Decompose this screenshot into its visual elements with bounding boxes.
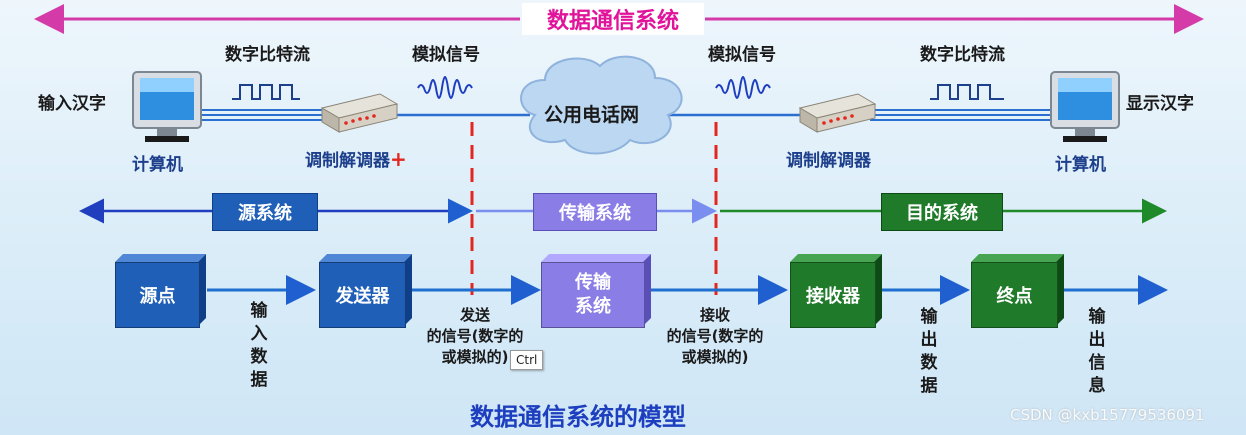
output-data-char: 出 xyxy=(920,330,938,350)
modem-left-icon xyxy=(320,93,399,133)
input-hanzi-label: 输入汉字 xyxy=(38,94,106,114)
analog-wave-left xyxy=(417,76,473,99)
cloud-shape xyxy=(520,55,683,155)
output-data-char: 数 xyxy=(920,353,938,373)
bitstream-right-label: 数字比特流 xyxy=(920,45,1005,65)
transmitter-block: 发送器 xyxy=(319,262,406,328)
source-point-block: 源点 xyxy=(115,262,200,328)
computer-right-label: 计算机 xyxy=(1055,155,1106,175)
recv-signal-caption: 接收 的信号(数字的 或模拟的) xyxy=(640,305,790,368)
send-caption-line3: 或模拟的) xyxy=(441,348,509,366)
computer-left-icon xyxy=(132,71,202,142)
transmission-system-label: 传输系统 xyxy=(533,193,657,231)
bottom-title: 数据通信系统的模型 xyxy=(470,403,686,431)
modem-right-icon xyxy=(798,93,877,133)
cloud-label: 公用电话网 xyxy=(544,104,640,126)
output-info-char: 信 xyxy=(1088,353,1106,373)
modem-right-label: 调制解调器 xyxy=(786,151,871,171)
input-data-char: 数 xyxy=(250,347,268,367)
bitstream-left-label: 数字比特流 xyxy=(225,45,310,65)
receiver-block: 接收器 xyxy=(790,262,876,328)
source-system-label: 源系统 xyxy=(212,193,318,231)
top-title: 数据通信系统 xyxy=(522,3,704,35)
analog-left-label: 模拟信号 xyxy=(412,45,480,65)
output-info-char: 息 xyxy=(1088,376,1106,396)
computer-right-icon xyxy=(1050,71,1120,142)
cable-right xyxy=(870,109,1052,121)
recv-caption-line2: 的信号(数字的 xyxy=(666,327,764,345)
cable-left xyxy=(200,109,330,121)
input-data-char: 输 xyxy=(250,301,268,321)
sink-block: 终点 xyxy=(971,262,1058,328)
input-data-caption: 输 入 数 据 xyxy=(248,300,270,392)
recv-caption-line3: 或模拟的) xyxy=(681,348,749,366)
box-depth-faces xyxy=(115,254,1064,326)
transmission-block-line2: 系统 xyxy=(575,296,611,317)
output-info-caption: 输 出 信 息 xyxy=(1086,306,1108,398)
recv-caption-line1: 接收 xyxy=(699,306,730,324)
output-data-char: 输 xyxy=(920,307,938,327)
input-data-char: 入 xyxy=(250,324,268,344)
watermark: CSDN @kxb15779536091 xyxy=(1010,406,1205,424)
output-data-char: 据 xyxy=(920,376,938,396)
destination-system-label: 目的系统 xyxy=(881,193,1003,231)
computer-left-label: 计算机 xyxy=(132,155,183,175)
output-info-char: 输 xyxy=(1088,307,1106,327)
transmission-block: 传输 系统 xyxy=(541,262,645,328)
send-caption-line1: 发送 xyxy=(459,306,490,324)
analog-wave-right xyxy=(715,76,771,99)
output-data-caption: 输 出 数 据 xyxy=(918,306,940,398)
modem-plus-mark: + xyxy=(390,147,407,171)
modem-left-label: 调制解调器+ xyxy=(305,146,407,171)
output-info-char: 出 xyxy=(1088,330,1106,350)
output-hanzi-label: 显示汉字 xyxy=(1126,94,1194,114)
digital-pulse-right xyxy=(930,84,1004,100)
ctrl-tooltip: Ctrl xyxy=(510,350,544,370)
input-data-char: 据 xyxy=(250,370,268,390)
send-caption-line2: 的信号(数字的 xyxy=(426,327,524,345)
transmission-block-line1: 传输 xyxy=(575,272,611,293)
analog-right-label: 模拟信号 xyxy=(708,45,776,65)
modem-left-text: 调制解调器 xyxy=(305,151,390,171)
digital-pulse-left xyxy=(232,84,300,100)
send-signal-caption: 发送 的信号(数字的 或模拟的) xyxy=(400,305,550,368)
